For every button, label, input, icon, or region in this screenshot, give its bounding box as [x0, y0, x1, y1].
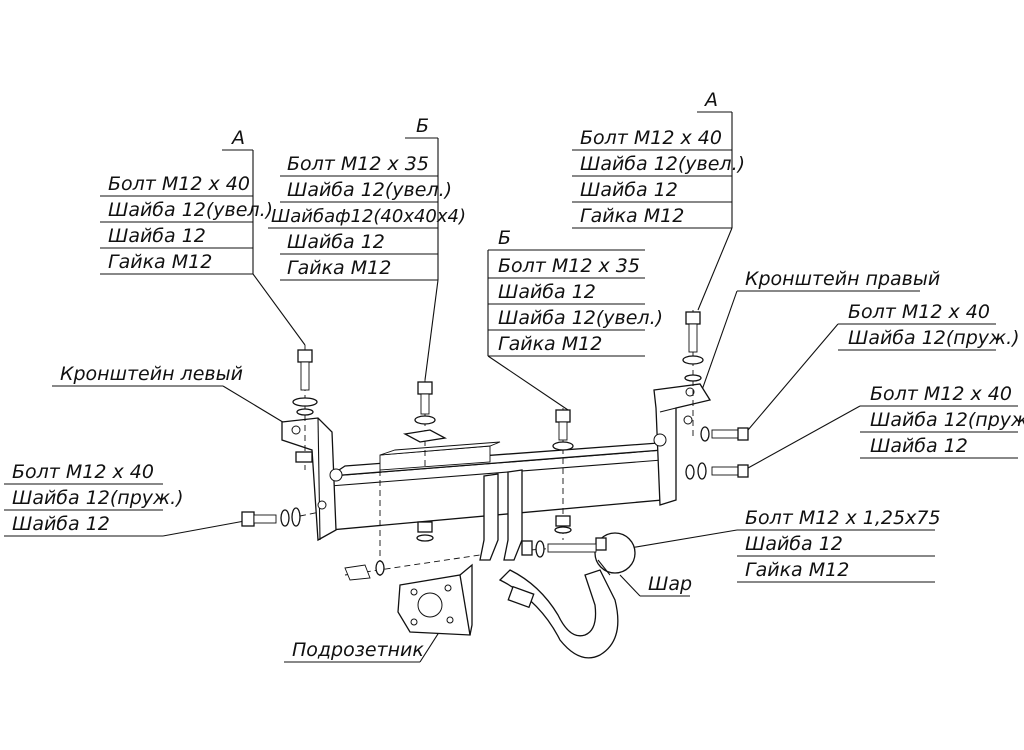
callout-b-left-row-1: Болт М12 х 35 [287, 153, 429, 175]
callout-b-center-row-4: Гайка М12 [498, 333, 602, 355]
callout-b-left-row-5: Гайка М12 [287, 257, 391, 279]
callout-right-mid: Болт М12 х 40 Шайба 12(пруж.) Шайба 12 [747, 383, 1024, 469]
callout-a-left-row-2: Шайба 12(увел.) [108, 199, 273, 221]
callout-ball-row-1: Болт М12 х 1,25х75 [745, 507, 941, 529]
callout-ball-row-3: Гайка М12 [745, 559, 849, 581]
callout-a-right: А Болт М12 х 40 Шайба 12(увел.) Шайба 12… [572, 89, 745, 311]
callout-b-center-row-3: Шайба 12(увел.) [498, 307, 663, 329]
callout-a-left-row-4: Гайка М12 [108, 251, 212, 273]
callout-ball-fasteners: Болт М12 х 1,25х75 Шайба 12 Гайка М12 [629, 507, 941, 583]
callout-left-low: Болт М12 х 40 Шайба 12(пруж.) Шайба 12 [4, 461, 251, 537]
label-bracket-right: Кронштейн правый [701, 268, 940, 391]
bolt-stack-b-center [552, 408, 574, 540]
bracket-right-label: Кронштейн правый [745, 268, 940, 290]
bracket-left-label: Кронштейн левый [60, 363, 243, 385]
ball-bolt [521, 540, 599, 558]
callout-a-right-row-4: Гайка М12 [580, 205, 684, 227]
bolt-horizontal-right-mid [685, 462, 749, 480]
callout-b-left-row-2: Шайба 12(увел.) [287, 179, 452, 201]
callout-a-left-tag: А [230, 127, 245, 149]
callout-b-center: Б Болт М12 х 35 Шайба 12 Шайба 12(увел.)… [487, 227, 663, 411]
callout-b-left-row-3: Шайбаф12(40х40х4) [271, 206, 466, 227]
callout-a-left: А Болт М12 х 40 Шайба 12(увел.) Шайба 12… [100, 127, 306, 346]
socket-plate [397, 563, 473, 636]
bracket-left [281, 417, 343, 542]
ball-label: Шар [648, 573, 692, 595]
callout-b-left-row-4: Шайба 12 [287, 231, 385, 253]
label-bracket-left: Кронштейн левый [52, 363, 297, 431]
callout-right-mid-row-3: Шайба 12 [870, 435, 968, 457]
crossbar [327, 441, 675, 531]
callout-right-top-row-1: Болт М12 х 40 [848, 301, 990, 323]
callout-b-center-row-1: Болт М12 х 35 [498, 255, 640, 277]
callout-b-left: Б Болт М12 х 35 Шайба 12(увел.) Шайбаф12… [268, 115, 466, 381]
callout-a-right-row-1: Болт М12 х 40 [580, 127, 722, 149]
hitch-ball [594, 532, 636, 576]
label-ball: Шар [619, 573, 692, 597]
callout-right-top: Болт М12 х 40 Шайба 12(пруж.) [747, 301, 1020, 431]
callout-left-low-row-1: Болт М12 х 40 [12, 461, 154, 483]
callout-right-mid-row-1: Болт М12 х 40 [870, 383, 1012, 405]
callout-right-top-row-2: Шайба 12(пруж.) [848, 327, 1020, 349]
bolt-stack-a-left [292, 345, 318, 470]
bolt-stack-b-left [402, 380, 448, 542]
callout-left-low-row-2: Шайба 12(пруж.) [12, 487, 184, 509]
callout-a-right-tag: А [703, 89, 718, 111]
bracket-right [653, 383, 712, 506]
callout-b-center-row-2: Шайба 12 [498, 281, 596, 303]
socket-plate-label: Подрозетник [292, 639, 424, 661]
callout-a-left-row-3: Шайба 12 [108, 225, 206, 247]
bolt-horizontal-left [241, 507, 321, 527]
bolt-stack-a-right [682, 310, 704, 440]
assembly-guides [344, 470, 481, 581]
callout-left-low-row-3: Шайба 12 [12, 513, 110, 535]
callout-a-right-row-3: Шайба 12 [580, 179, 678, 201]
callout-right-mid-row-2: Шайба 12(пруж.) [870, 409, 1024, 431]
callout-b-left-tag: Б [416, 115, 429, 137]
bolt-horizontal-right-top [700, 426, 749, 442]
callout-a-right-row-2: Шайба 12(увел.) [580, 153, 745, 175]
callout-a-left-row-1: Болт М12 х 40 [108, 173, 250, 195]
hitch-arm [479, 469, 619, 659]
callout-b-center-tag: Б [498, 227, 511, 249]
callout-ball-row-2: Шайба 12 [745, 533, 843, 555]
